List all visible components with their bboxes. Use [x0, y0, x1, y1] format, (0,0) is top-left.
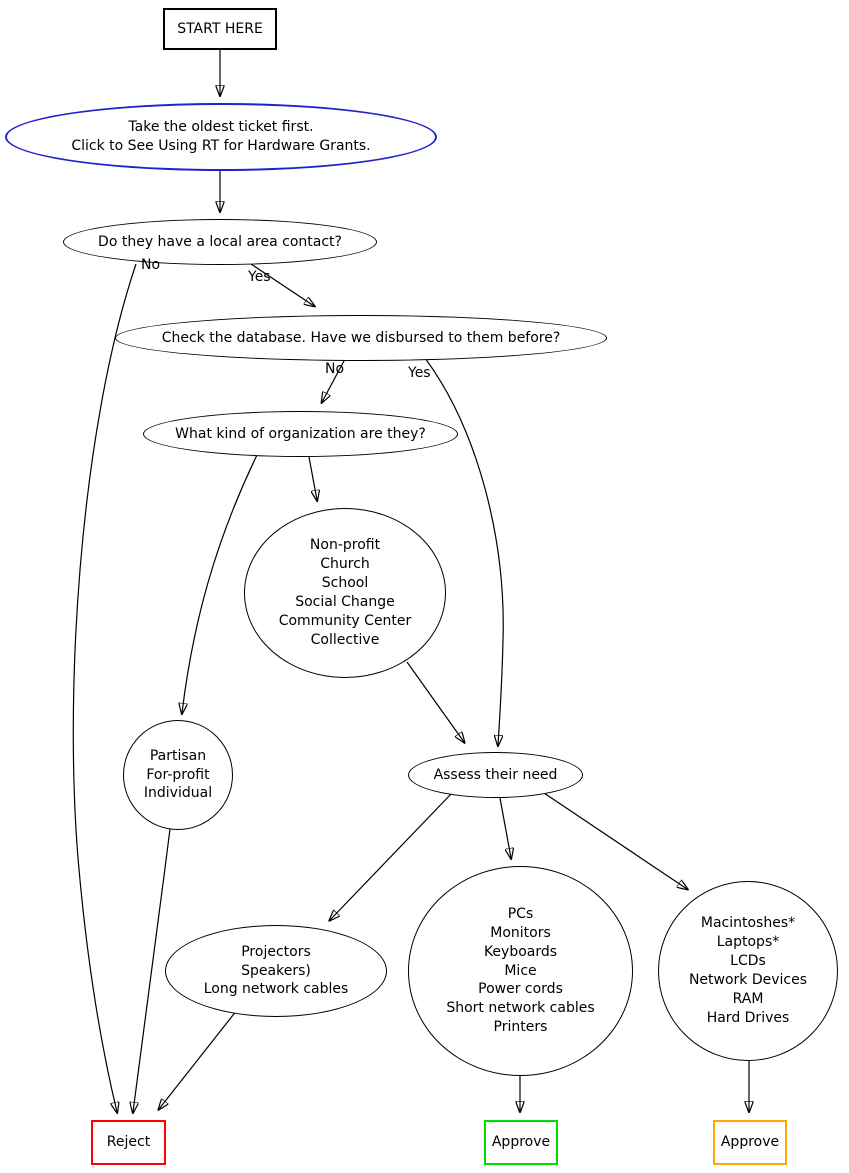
edge-partisan-to-reject [133, 828, 171, 1112]
node-take-oldest-ticket[interactable]: Take the oldest ticket first. Click to S… [5, 103, 437, 171]
edge-database-no-to-orgkind [322, 360, 345, 402]
node-pcs-group-label: PCs Monitors Keyboards Mice Power cords … [446, 905, 595, 1036]
node-macs-group-label: Macintoshes* Laptops* LCDs Network Devic… [688, 915, 808, 1026]
node-start-label: START HERE [177, 20, 263, 37]
node-reject: Reject [91, 1120, 166, 1165]
edge-contact-no-to-reject [72, 263, 137, 1112]
node-nonprofit-types: Non-profit Church School Social Change C… [244, 508, 446, 678]
edge-orgkind-to-partisan [182, 454, 258, 713]
node-partisan-types-label: Partisan For-profit Individual [143, 747, 213, 802]
node-approve-pcs: Approve [484, 1120, 558, 1165]
node-partisan-types: Partisan For-profit Individual [123, 720, 233, 830]
edge-assess-to-projectors [330, 792, 453, 920]
edge-projectors-to-reject [159, 1009, 238, 1109]
node-projectors-group-label: Projectors Speakers) Long network cables [203, 943, 349, 998]
edge-nonprofit-to-assess [406, 661, 464, 742]
edge-label-database-no: No [325, 361, 345, 377]
node-approve-macs: Approve [713, 1120, 787, 1165]
edge-assess-to-macs [540, 790, 687, 889]
node-approve-macs-label: Approve [720, 1134, 780, 1151]
edge-assess-to-pcs [499, 797, 511, 858]
node-check-database: Check the database. Have we disbursed to… [115, 315, 607, 361]
node-local-area-contact: Do they have a local area contact? [63, 219, 377, 265]
edge-label-database-yes: Yes [408, 365, 431, 381]
node-start: START HERE [163, 8, 277, 50]
node-organization-kind: What kind of organization are they? [143, 411, 458, 457]
edge-contact-yes-to-database [247, 261, 314, 306]
node-organization-kind-label: What kind of organization are they? [175, 425, 426, 442]
node-assess-need-label: Assess their need [433, 766, 558, 783]
node-approve-pcs-label: Approve [491, 1134, 551, 1151]
edge-label-contact-no: No [141, 257, 161, 273]
node-check-database-label: Check the database. Have we disbursed to… [161, 329, 561, 346]
node-local-area-contact-label: Do they have a local area contact? [98, 233, 342, 250]
node-take-oldest-ticket-label: Take the oldest ticket first. Click to S… [71, 119, 371, 154]
node-assess-need: Assess their need [408, 752, 583, 798]
edge-label-contact-yes: Yes [248, 269, 271, 285]
node-projectors-group: Projectors Speakers) Long network cables [165, 925, 387, 1017]
node-reject-label: Reject [106, 1134, 151, 1151]
node-pcs-group: PCs Monitors Keyboards Mice Power cords … [408, 866, 633, 1076]
node-nonprofit-types-label: Non-profit Church School Social Change C… [278, 537, 412, 648]
edge-orgkind-to-nonprofit [308, 456, 317, 500]
edge-database-yes-to-assess [424, 357, 504, 745]
node-macs-group: Macintoshes* Laptops* LCDs Network Devic… [658, 881, 838, 1061]
